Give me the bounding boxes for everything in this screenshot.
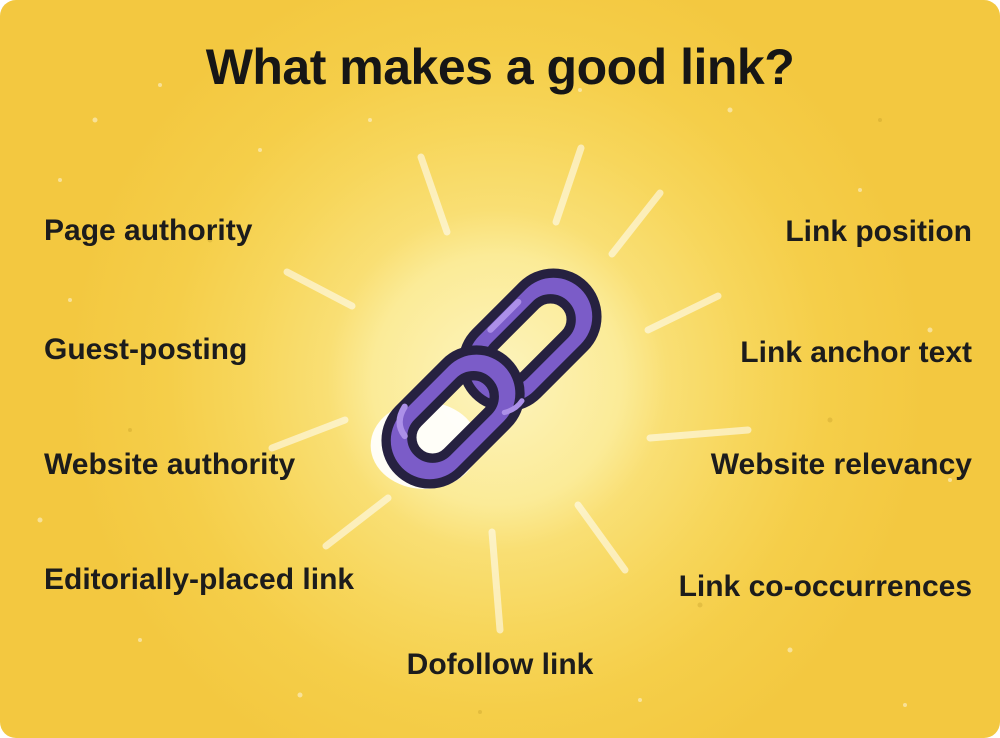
label-link-anchor-text: Link anchor text bbox=[740, 336, 972, 369]
label-guest-posting: Guest-posting bbox=[44, 333, 248, 366]
chain-highlight-blob bbox=[370, 402, 479, 489]
label-editorially-placed-link: Editorially-placed link bbox=[44, 563, 355, 596]
page-title: What makes a good link? bbox=[205, 39, 795, 95]
label-dofollow-link: Dofollow link bbox=[406, 648, 594, 681]
label-website-authority: Website authority bbox=[44, 448, 296, 481]
label-page-authority: Page authority bbox=[44, 214, 253, 247]
label-link-co-occurrences: Link co-occurrences bbox=[678, 570, 972, 603]
label-link-position: Link position bbox=[785, 215, 972, 248]
chain-link-icon bbox=[370, 268, 602, 489]
label-website-relevancy: Website relevancy bbox=[710, 448, 972, 481]
